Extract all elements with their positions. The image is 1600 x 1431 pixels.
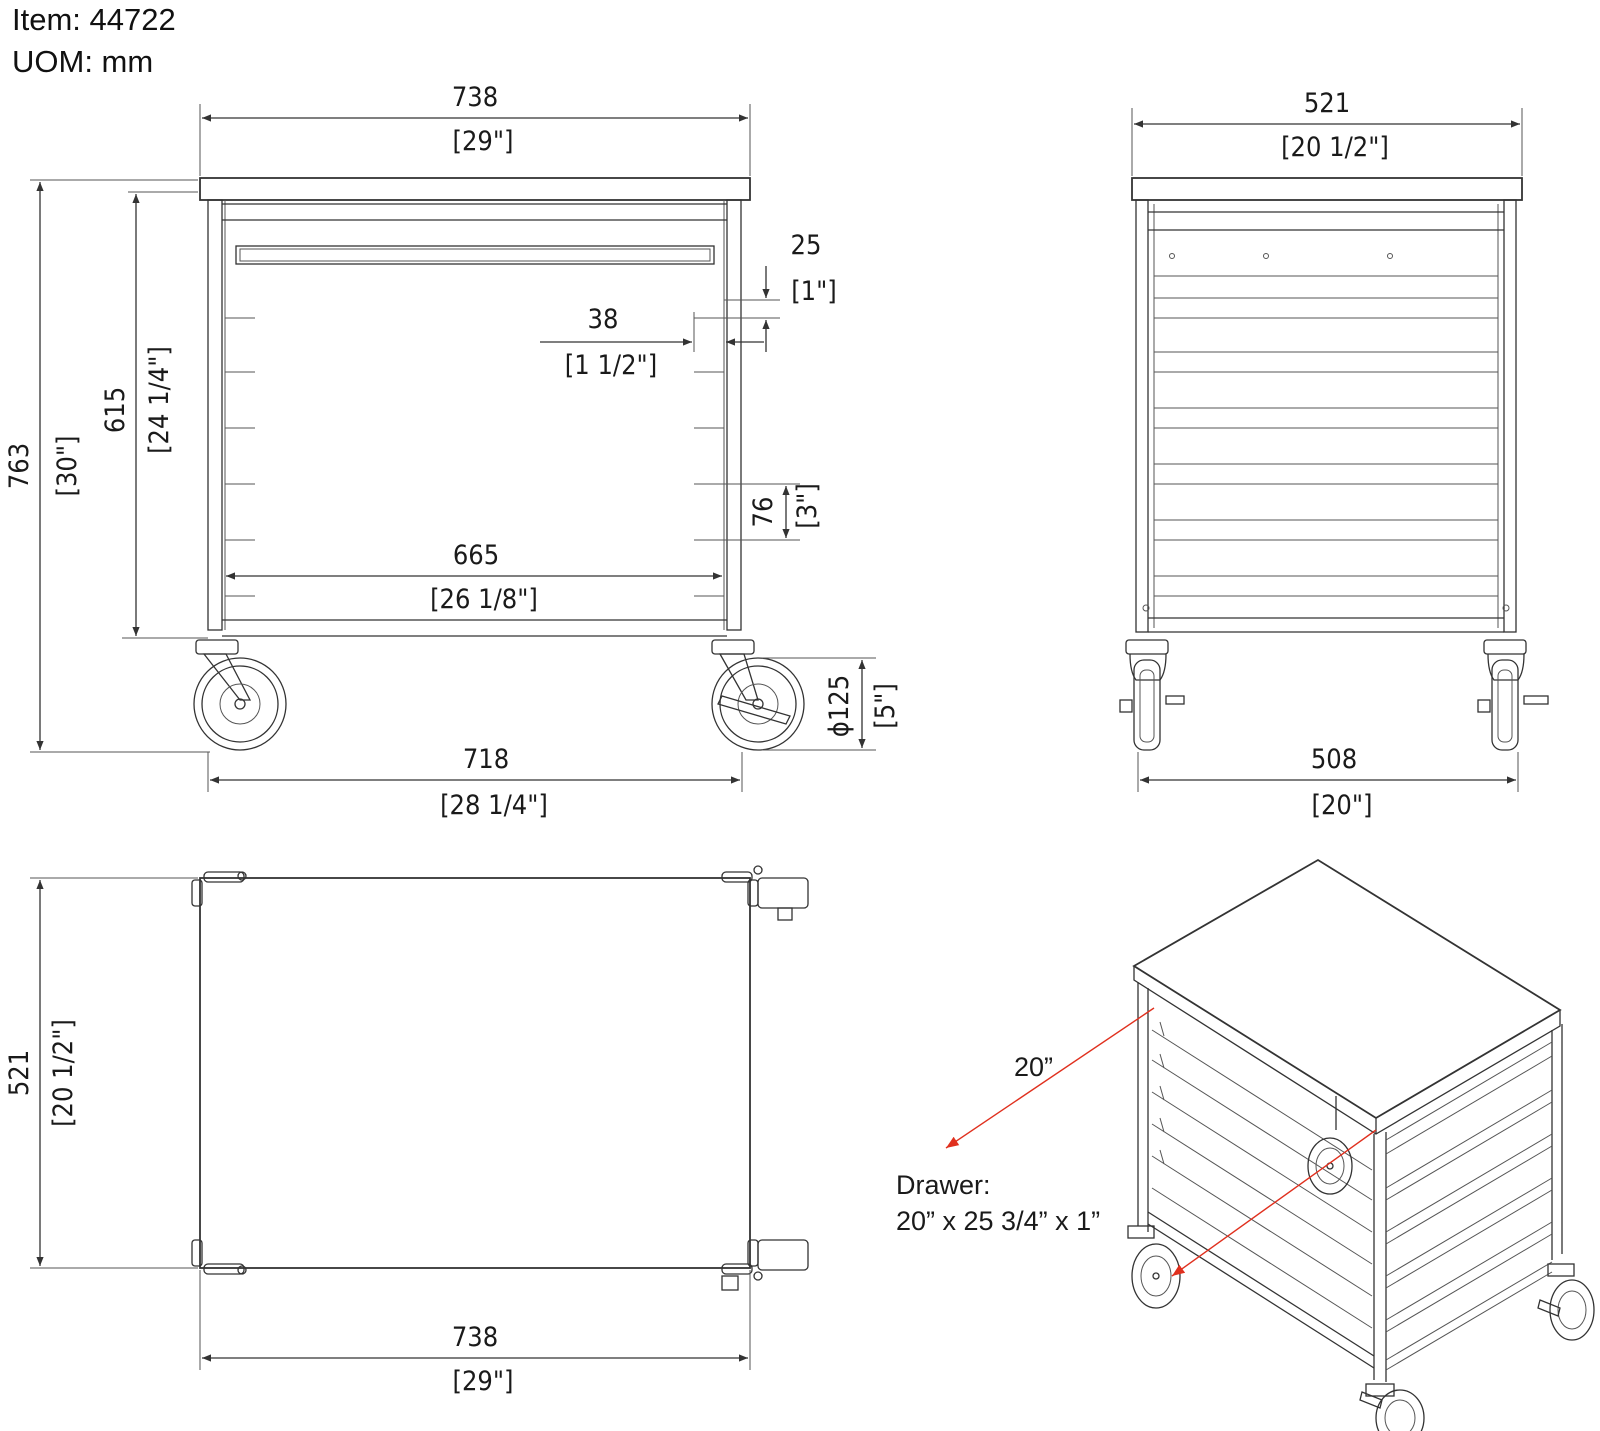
side-caster-left [1119, 639, 1185, 751]
dim-side-depth-in: [20 1/2"] [1281, 132, 1389, 163]
iso-arrow-label: 20” [1014, 1052, 1053, 1082]
dim-top-width-mm: 738 [452, 1322, 498, 1353]
dim-wheel-dia-in: [5"] [870, 683, 901, 729]
dim-runner-thk-mm: 25 [791, 230, 822, 261]
dim-wheelbase-in: [28 1/4"] [440, 790, 548, 821]
side-caster-right [1477, 639, 1549, 751]
iso-view: 20” Drawer: 20” x 25 3/4” x 1” [896, 858, 1595, 1431]
dim-runner-pitch-in: [3"] [792, 483, 823, 529]
iso-caster-right [1537, 1263, 1595, 1341]
dim-inner-width-in: [26 1/8"] [430, 584, 538, 615]
front-view: 738 [29"] 763 [30"] 615 [24 1/4"] 665 [2… [4, 82, 901, 821]
dim-inner-width-mm: 665 [453, 540, 499, 571]
caster-left [193, 639, 287, 751]
dim-front-height-in: [30"] [52, 435, 83, 496]
dim-runner-thk-in: [1"] [791, 276, 837, 307]
dim-side-base-mm: 508 [1311, 744, 1357, 775]
drawer-size: 20” x 25 3/4” x 1” [896, 1206, 1100, 1236]
dim-wheelbase-mm: 718 [463, 744, 509, 775]
dim-wheel-dia-mm: ϕ125 [824, 675, 855, 737]
drawer-title: Drawer: [896, 1170, 991, 1200]
dim-front-width-mm: 738 [452, 82, 498, 113]
dim-runner-depth-mm: 38 [588, 304, 619, 335]
dim-side-depth-mm: 521 [1304, 88, 1350, 119]
dim-top-depth-in: [20 1/2"] [48, 1019, 79, 1127]
top-view: 521 [20 1/2"] 738 [29"] [4, 865, 809, 1397]
dim-frame-height-in: [24 1/4"] [144, 346, 175, 454]
iso-caster-rear [1307, 1137, 1353, 1195]
iso-caster-front [1359, 1383, 1425, 1431]
caster-right [711, 639, 805, 751]
iso-caster-left [1127, 1225, 1181, 1309]
dim-runner-pitch-mm: 76 [748, 497, 779, 528]
dim-front-height-mm: 763 [4, 443, 35, 489]
dim-runner-depth-in: [1 1/2"] [565, 350, 657, 381]
dim-front-width-in: [29"] [452, 126, 513, 157]
item-number: Item: 44722 [12, 2, 176, 37]
dim-top-width-in: [29"] [452, 1366, 513, 1397]
unit-of-measure: UOM: mm [12, 44, 154, 79]
dim-top-depth-mm: 521 [4, 1050, 35, 1096]
dim-frame-height-mm: 615 [100, 387, 131, 433]
dim-side-base-in: [20"] [1311, 790, 1372, 821]
side-view: 521 [20 1/2"] 508 [20"] [1119, 88, 1549, 821]
